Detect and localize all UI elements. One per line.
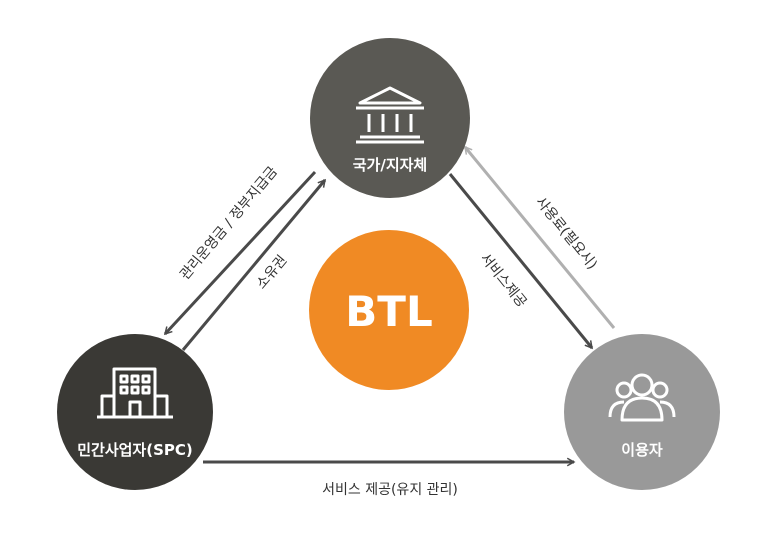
government-circle — [310, 38, 470, 198]
users-label: 이용자 — [621, 441, 663, 459]
arrow-spc-to-gov — [181, 180, 327, 351]
bank-building-icon — [356, 86, 424, 144]
people-group-icon — [608, 373, 676, 422]
arrow-gov-to-spc — [163, 170, 317, 334]
node-btl: BTL — [309, 230, 469, 390]
users-circle — [564, 334, 720, 490]
btl-circle — [309, 230, 469, 390]
node-government: 국가/지자체 — [310, 38, 470, 198]
arrow-users-to-gov — [463, 147, 616, 329]
node-users: 이용자 — [564, 334, 720, 490]
government-label: 국가/지자체 — [353, 156, 427, 174]
btl-label: BTL — [345, 287, 432, 336]
label-users-to-gov: 사용료(필요시) — [532, 194, 600, 273]
spc-label: 민간사업자(SPC) — [77, 441, 193, 459]
node-spc: 민간사업자(SPC) — [57, 334, 213, 490]
arrow-gov-to-users — [448, 173, 594, 348]
office-building-icon — [97, 367, 173, 419]
label-gov-to-users: 서비스제공 — [477, 250, 530, 310]
label-spc-to-users: 서비스 제공(유지 관리) — [322, 482, 458, 498]
spc-circle — [57, 334, 213, 490]
